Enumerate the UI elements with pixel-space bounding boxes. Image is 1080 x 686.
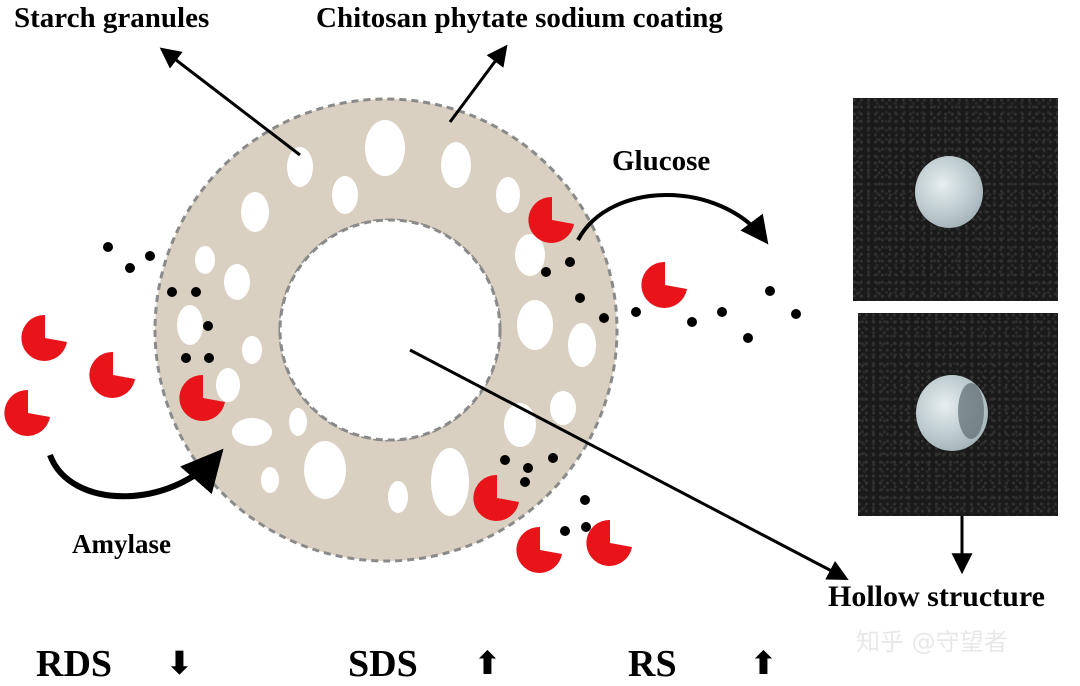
coating-pointer (448, 44, 508, 123)
hollow-pointer (409, 348, 849, 580)
amylase-pacman-icon (179, 374, 225, 421)
sds-label: SDS (348, 643, 418, 685)
starch-granules-label: Starch granules (14, 2, 210, 34)
starch-granules-pointer (159, 47, 301, 157)
granule-photo-intact (853, 98, 1058, 301)
hollow-granule-image (916, 375, 988, 451)
amylase-label: Amylase (72, 529, 171, 559)
hollow-core (278, 218, 502, 442)
hollow-structure-label: Hollow structure (828, 580, 1045, 613)
watermark: 知乎 @守望者 (856, 628, 1008, 656)
amylase-pacman-icon (586, 519, 632, 566)
amylase-pacman-icon (528, 196, 574, 243)
glucose-curved-arrow (576, 193, 769, 245)
glucose-molecules (103, 242, 801, 536)
rds-label: RDS (36, 643, 113, 685)
amylase-pacman-icon (4, 389, 51, 436)
amylase-enzymes (4, 196, 687, 573)
amylase-pacman-icon (473, 474, 519, 521)
granule-photo-hollow (858, 313, 1058, 516)
amylase-pacman-icon (641, 261, 687, 308)
amylase-pacman-icon (516, 526, 562, 573)
coating-label: Chitosan phytate sodium coating (316, 2, 723, 34)
rice-granule-image (915, 156, 983, 228)
rs-label: RS (628, 643, 677, 685)
rds-down-arrow-icon: ⬇ (166, 644, 193, 682)
amylase-pacman-icon (21, 314, 67, 361)
starch-granules (177, 120, 596, 516)
glucose-label: Glucose (612, 145, 711, 177)
amylase-pacman-icon (89, 351, 135, 398)
sds-up-arrow-icon: ⬆ (474, 644, 501, 682)
amylase-curved-arrow (47, 448, 224, 500)
rs-up-arrow-icon: ⬆ (750, 644, 777, 682)
